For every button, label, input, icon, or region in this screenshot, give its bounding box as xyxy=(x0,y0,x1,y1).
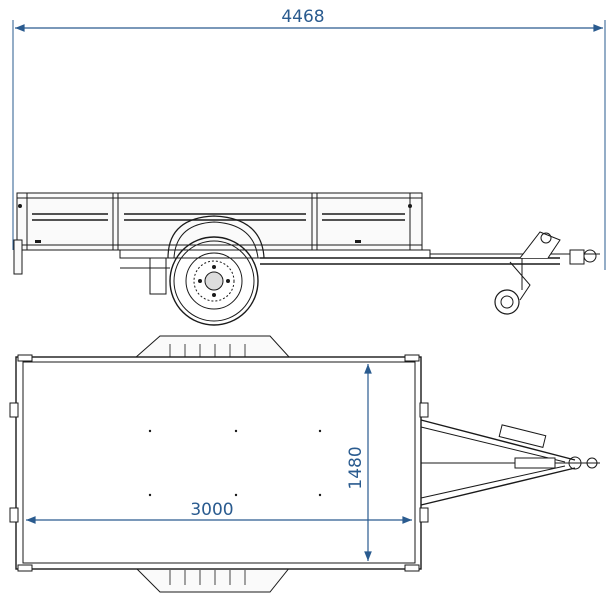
bed-length-label: 3000 xyxy=(190,500,233,520)
bed-width-label: 1480 xyxy=(346,446,366,489)
side-view xyxy=(13,192,600,326)
overall-length-dimension: 4468 xyxy=(12,7,606,270)
top-view xyxy=(9,335,600,593)
bed-length-dimension: 3000 xyxy=(25,500,412,524)
bed-width-dimension: 1480 xyxy=(346,364,372,562)
overall-length-label: 4468 xyxy=(281,7,324,27)
